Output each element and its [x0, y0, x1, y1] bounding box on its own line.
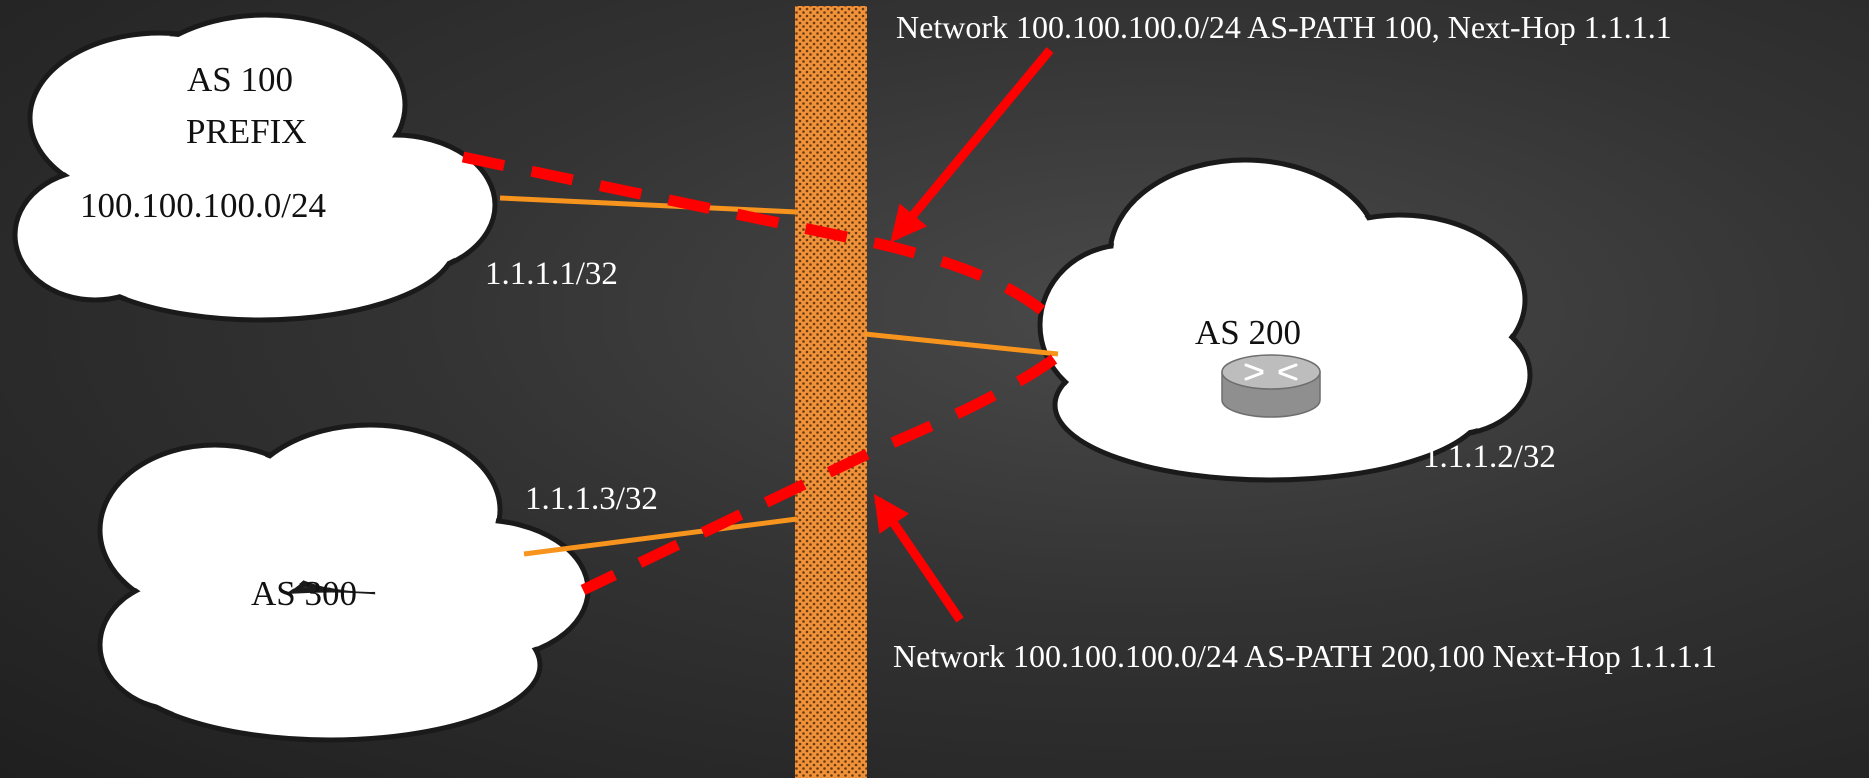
as200-address: 1.1.1.2/32 [1423, 439, 1556, 475]
annotation-arrow-top [890, 47, 1054, 243]
annotation-bottom: Network 100.100.100.0/24 AS-PATH 200,100… [893, 638, 1717, 674]
as100-address: 1.1.1.1/32 [485, 256, 618, 292]
exchange-fabric [795, 6, 867, 778]
advertisement-path-as100-to-as200 [461, 151, 1060, 327]
router-icon [1221, 354, 1321, 418]
advertisement-path-as200-to-as300 [580, 354, 1058, 595]
annotation-arrow-bottom [873, 494, 964, 623]
as200-title: AS 200 [1195, 313, 1301, 352]
as100-prefix-label: PREFIX [186, 112, 307, 151]
link-as200 [864, 331, 1059, 357]
as100-title: AS 100 [187, 60, 293, 99]
annotation-top: Network 100.100.100.0/24 AS-PATH 100, Ne… [896, 9, 1672, 45]
as300-address: 1.1.1.3/32 [525, 481, 658, 517]
link-as100 [499, 195, 798, 215]
as300-title: AS 300 [251, 574, 357, 613]
as100-prefix: 100.100.100.0/24 [80, 186, 326, 225]
link-as300 [523, 516, 798, 557]
